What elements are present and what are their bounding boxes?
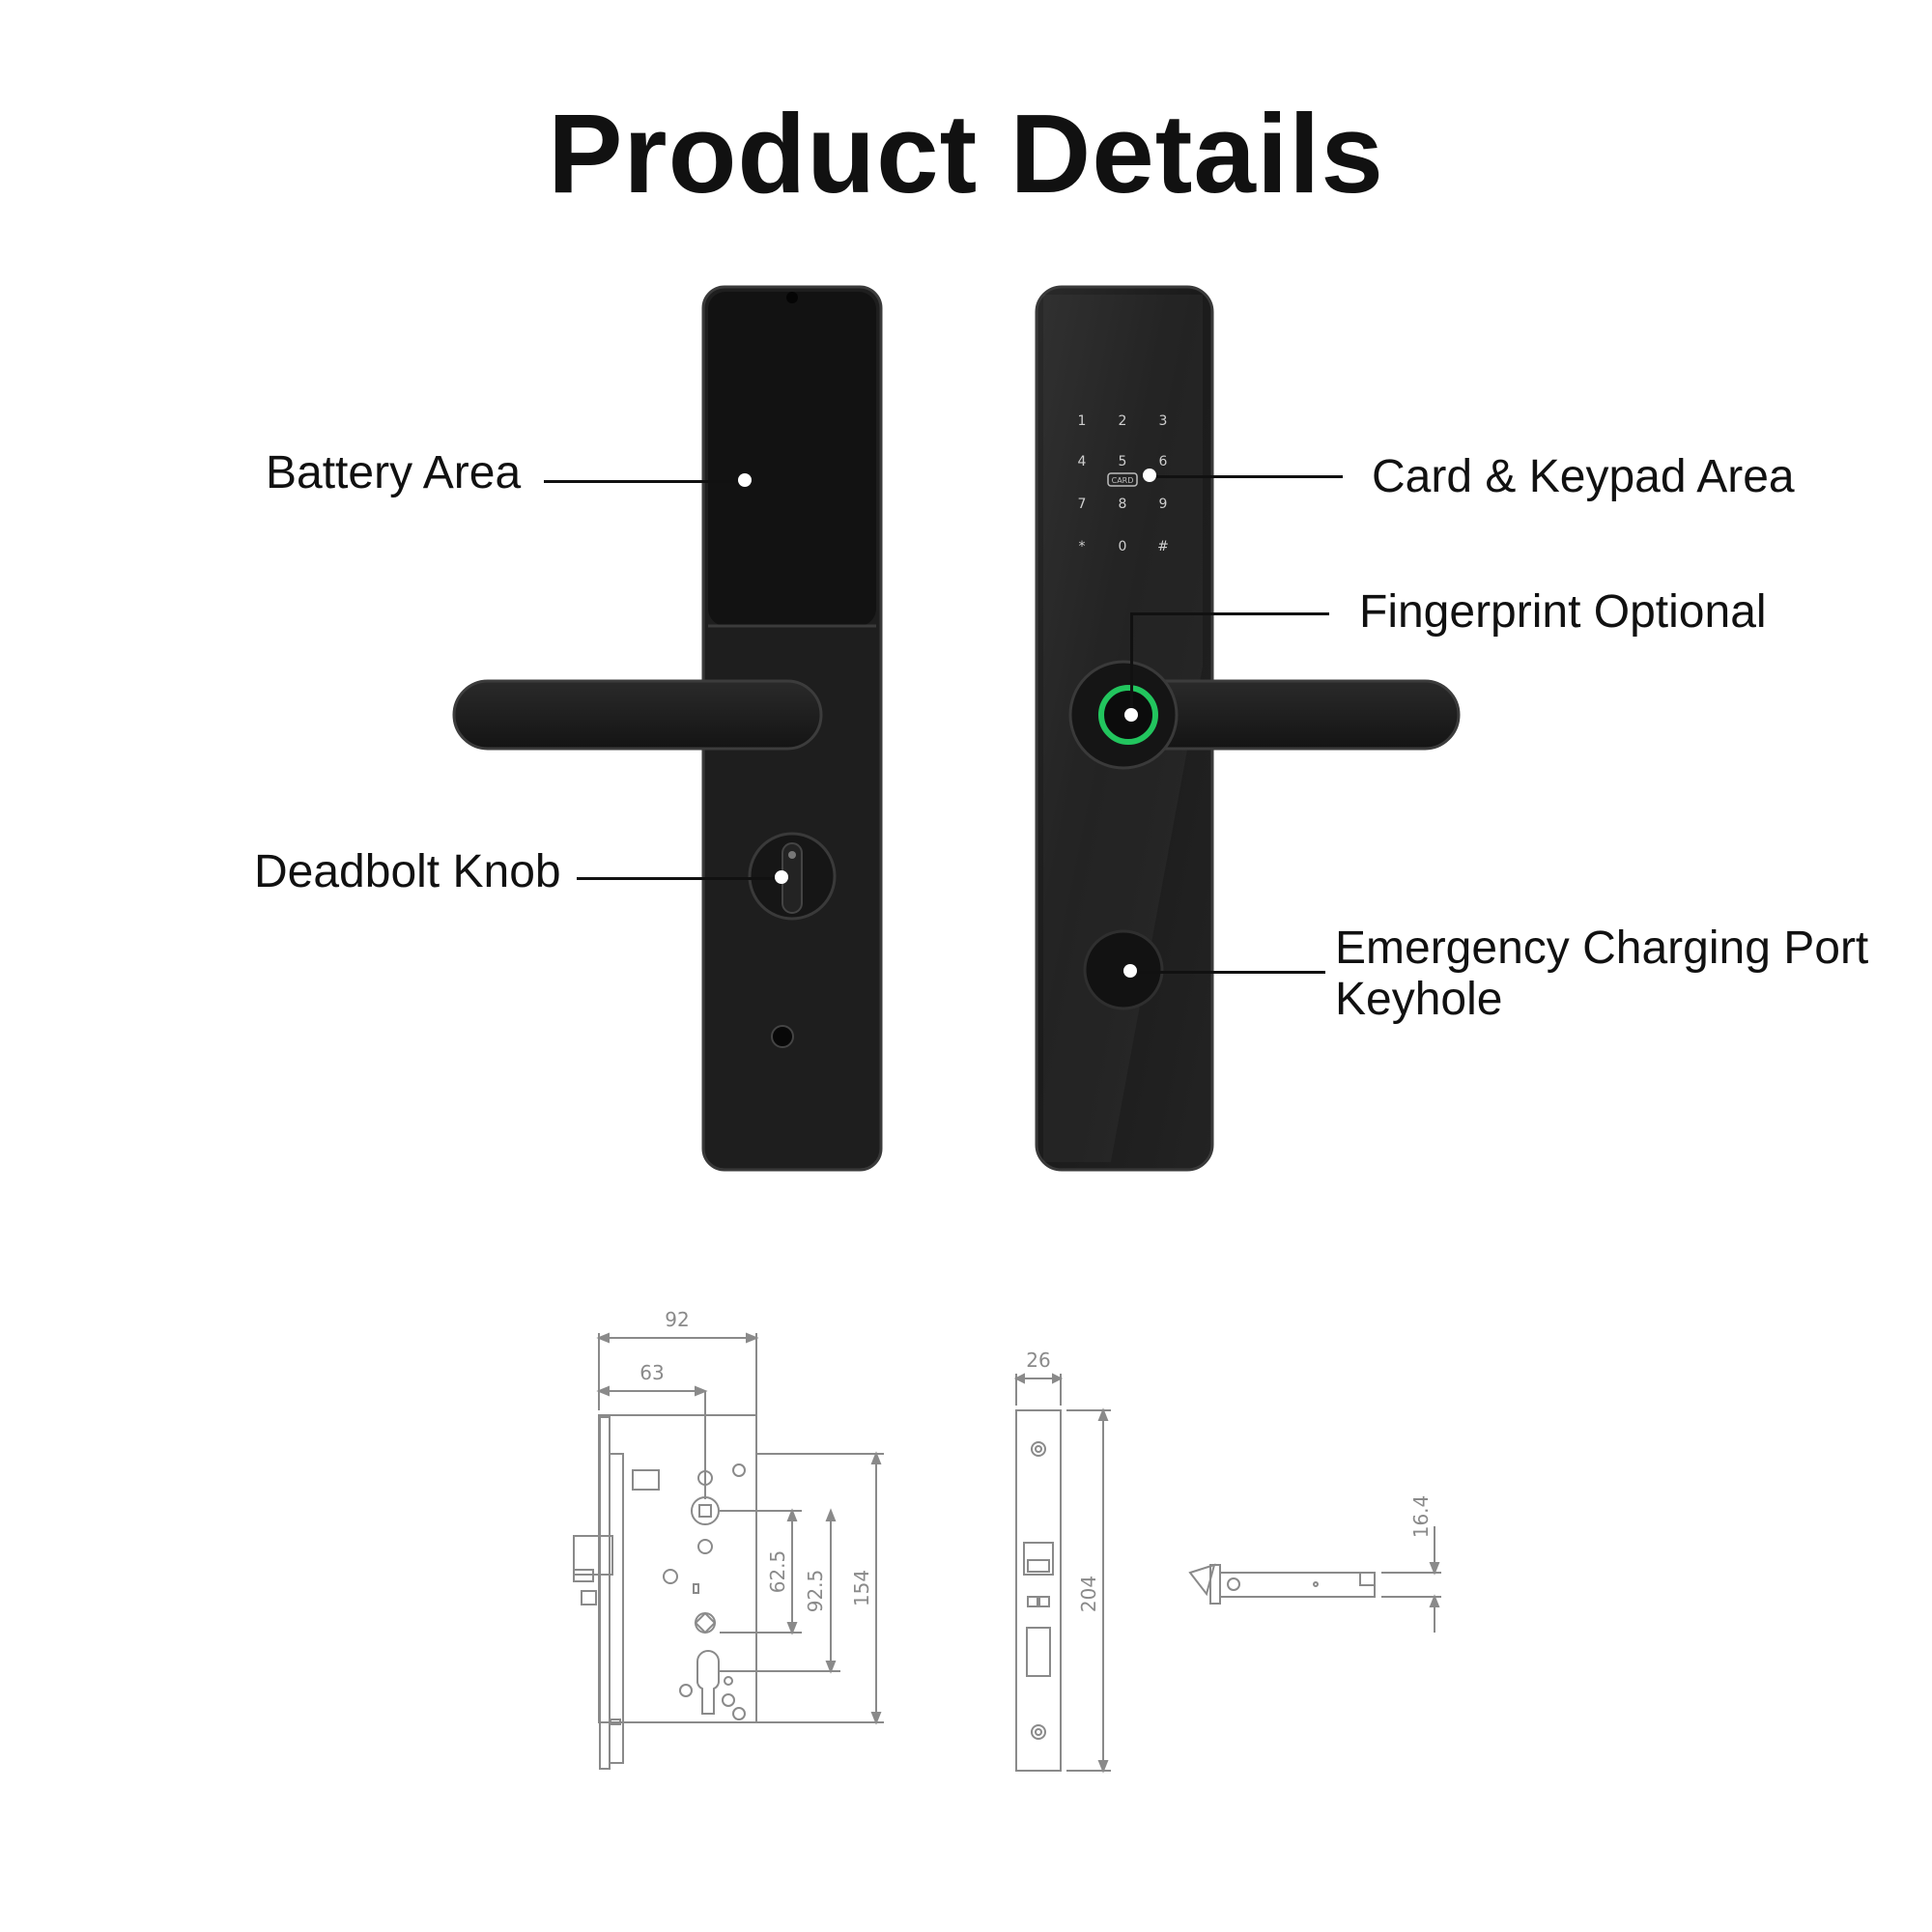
deadbolt-knob-label: Deadbolt Knob xyxy=(254,846,561,897)
card-label: CARD xyxy=(1112,476,1134,485)
dimension-204: 204 xyxy=(1077,1576,1100,1612)
card-keypad-area-label: Card & Keypad Area xyxy=(1372,451,1795,502)
keypad-key[interactable]: 0 xyxy=(1119,539,1127,554)
mortise-front-view: 92 63 62.5 92.5 154 xyxy=(573,1308,884,1770)
deadbolt-knob-marker xyxy=(775,870,788,884)
dimension-63: 63 xyxy=(639,1361,664,1384)
dimension-92-5: 92.5 xyxy=(804,1570,827,1613)
fingerprint-optional-label: Fingerprint Optional xyxy=(1359,586,1767,638)
keypad-key[interactable]: 1 xyxy=(1078,413,1087,429)
page-title: Product Details xyxy=(548,91,1384,216)
keypad-key[interactable]: * xyxy=(1079,539,1086,554)
battery-area-marker xyxy=(738,473,752,487)
fingerprint-leader-vertical xyxy=(1130,612,1133,715)
faceplate-side-view: 26 204 xyxy=(1013,1349,1111,1774)
card-reader-icon xyxy=(1107,472,1138,487)
latch-top-view: 16.4 xyxy=(1188,1495,1441,1633)
dimension-62-5: 62.5 xyxy=(766,1550,789,1594)
emergency-label-line1: Emergency Charging Port xyxy=(1335,923,1869,974)
keypad-key[interactable]: 7 xyxy=(1078,497,1087,512)
keypad-key[interactable]: 5 xyxy=(1119,454,1127,469)
dimension-16-4: 16.4 xyxy=(1409,1495,1433,1539)
interior-lock-panel xyxy=(452,285,883,1172)
fingerprint-leader-horizontal xyxy=(1130,612,1329,615)
dimension-154: 154 xyxy=(850,1570,873,1606)
card-keypad-marker xyxy=(1143,469,1156,482)
emergency-marker xyxy=(1123,964,1137,978)
interior-lever-handle[interactable] xyxy=(452,679,823,751)
keypad-key[interactable]: 6 xyxy=(1159,454,1168,469)
keypad[interactable]: 1 2 3 4 5 6 7 8 9 * 0 # xyxy=(1078,413,1169,554)
keypad-key[interactable]: # xyxy=(1157,539,1169,554)
battery-area-leader xyxy=(544,480,745,483)
card-keypad-leader xyxy=(1150,475,1343,478)
battery-area-label: Battery Area xyxy=(266,447,522,498)
exterior-lock-panel: 1 2 3 4 5 6 7 8 9 * 0 # CARD xyxy=(1035,285,1461,1172)
fingerprint-marker xyxy=(1124,708,1138,722)
deadbolt-knob-leader xyxy=(577,877,781,880)
keypad-key[interactable]: 2 xyxy=(1119,413,1127,429)
screw-hole-icon xyxy=(786,292,798,303)
emergency-charging-label: Emergency Charging Port Keyhole xyxy=(1335,923,1868,1026)
emergency-label-line2: Keyhole xyxy=(1335,973,1503,1025)
emergency-leader xyxy=(1130,971,1325,974)
keypad-key[interactable]: 9 xyxy=(1159,497,1168,512)
dimension-26: 26 xyxy=(1026,1349,1050,1372)
dimension-92: 92 xyxy=(665,1308,689,1331)
keypad-key[interactable]: 8 xyxy=(1119,497,1127,512)
screw-hole-icon xyxy=(771,1025,794,1048)
keypad-key[interactable]: 4 xyxy=(1078,454,1087,469)
keypad-key[interactable]: 3 xyxy=(1159,413,1168,429)
